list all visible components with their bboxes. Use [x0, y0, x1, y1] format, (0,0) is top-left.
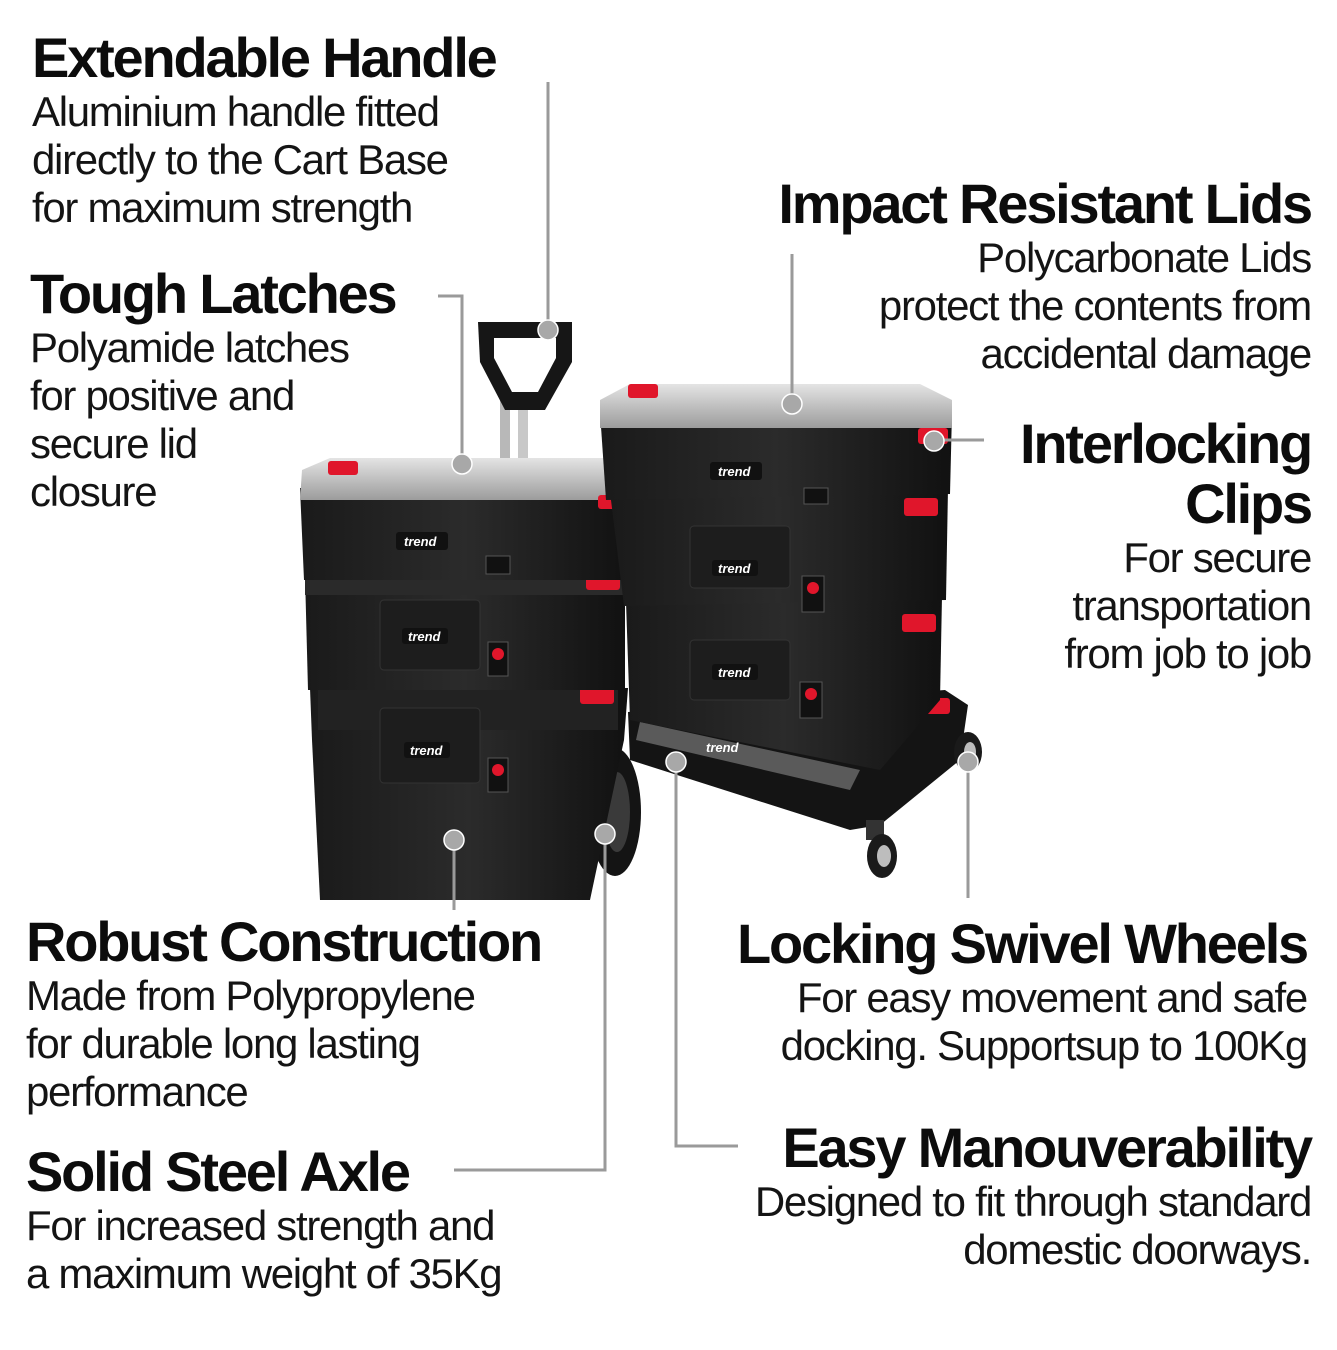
feature-desc-line: Polyamide latches: [30, 324, 350, 371]
callout-dot-lids: [781, 393, 803, 415]
callout-dot-manouverability: [665, 751, 687, 773]
feature-desc-line: protect the contents from: [878, 282, 1312, 329]
leader-tough-latches: [438, 294, 464, 462]
feature-desc-line: transportation: [1072, 582, 1312, 629]
top-organiser: trend: [300, 458, 632, 580]
trend-logo: trend: [718, 464, 752, 479]
bottom-box: trend: [310, 686, 628, 900]
callout-dot-clips: [923, 430, 945, 452]
feature-manouverability: Easy Manouverability Designed to fit thr…: [754, 1116, 1313, 1274]
feature-tough-latches: Tough Latches Polyamide latches for posi…: [30, 262, 398, 516]
feature-desc-line: for durable long lasting: [26, 1020, 421, 1067]
feature-desc-line: docking. Supportsup to 100Kg: [780, 1022, 1309, 1069]
trend-logo: trend: [718, 561, 752, 576]
feature-desc-line: For secure: [1123, 534, 1312, 581]
cart-middle-box: trend: [610, 488, 948, 613]
feature-title: Impact Resistant Lids: [778, 172, 1313, 235]
feature-interlocking-clips: Interlocking Clips For secure transporta…: [1020, 412, 1313, 678]
feature-desc-line: For easy movement and safe: [796, 974, 1308, 1021]
castor-wheel-front: [866, 820, 897, 878]
feature-impact-lids: Impact Resistant Lids Polycarbonate Lids…: [778, 172, 1313, 378]
callout-dot-handle: [537, 319, 559, 341]
feature-desc-line: performance: [26, 1068, 249, 1115]
feature-desc-line: accidental damage: [980, 330, 1313, 377]
feature-desc-line: from job to job: [1064, 630, 1312, 677]
trend-logo: trend: [410, 743, 444, 758]
cart-stack: trend trend trend: [600, 384, 982, 878]
trend-logo: trend: [404, 534, 438, 549]
feature-desc-line: directly to the Cart Base: [32, 136, 449, 183]
feature-desc-line: Polycarbonate Lids: [977, 234, 1312, 281]
cart-top-organiser: trend: [600, 384, 952, 505]
feature-title: Tough Latches: [30, 262, 398, 325]
feature-robust-construction: Robust Construction Made from Polypropyl…: [26, 910, 543, 1116]
trend-logo: trend: [408, 629, 442, 644]
feature-title: Locking Swivel Wheels: [737, 912, 1309, 975]
feature-desc-line: for maximum strength: [32, 184, 413, 231]
leader-manouverability: [674, 764, 738, 1148]
feature-desc-line: domestic doorways.: [963, 1226, 1312, 1273]
feature-desc-line: For increased strength and: [26, 1202, 495, 1249]
feature-desc-line: closure: [30, 468, 158, 515]
telescopic-handle: [478, 322, 572, 490]
feature-locking-wheels: Locking Swivel Wheels For easy movement …: [737, 912, 1309, 1070]
feature-desc-line: secure lid: [30, 420, 198, 467]
cart-lower-box: trend: [626, 596, 942, 770]
feature-steel-axle: Solid Steel Axle For increased strength …: [26, 1140, 503, 1298]
feature-title: Clips: [1185, 472, 1313, 535]
trend-logo: trend: [718, 665, 752, 680]
feature-desc-line: Designed to fit through standard: [754, 1178, 1312, 1225]
trend-logo: trend: [706, 740, 740, 755]
feature-desc-line: Aluminium handle fitted: [32, 88, 440, 135]
feature-desc-line: Made from Polypropylene: [26, 972, 476, 1019]
feature-extendable-handle: Extendable Handle Aluminium handle fitte…: [32, 26, 498, 232]
feature-title: Robust Construction: [26, 910, 543, 973]
feature-title: Easy Manouverability: [782, 1116, 1313, 1179]
leader-steel-axle: [454, 836, 607, 1172]
feature-desc-line: for positive and: [30, 372, 295, 419]
callout-dot-latches: [451, 453, 473, 475]
feature-title: Interlocking: [1020, 412, 1313, 475]
feature-title: Extendable Handle: [32, 26, 498, 89]
callout-dot-construction: [443, 829, 465, 851]
callout-dot-axle: [594, 823, 616, 845]
callout-dot-wheels: [957, 751, 979, 773]
feature-title: Solid Steel Axle: [26, 1140, 411, 1203]
callout-lines: [438, 82, 984, 1172]
middle-box: trend: [305, 572, 625, 690]
feature-desc-line: a maximum weight of 35Kg: [26, 1250, 503, 1297]
